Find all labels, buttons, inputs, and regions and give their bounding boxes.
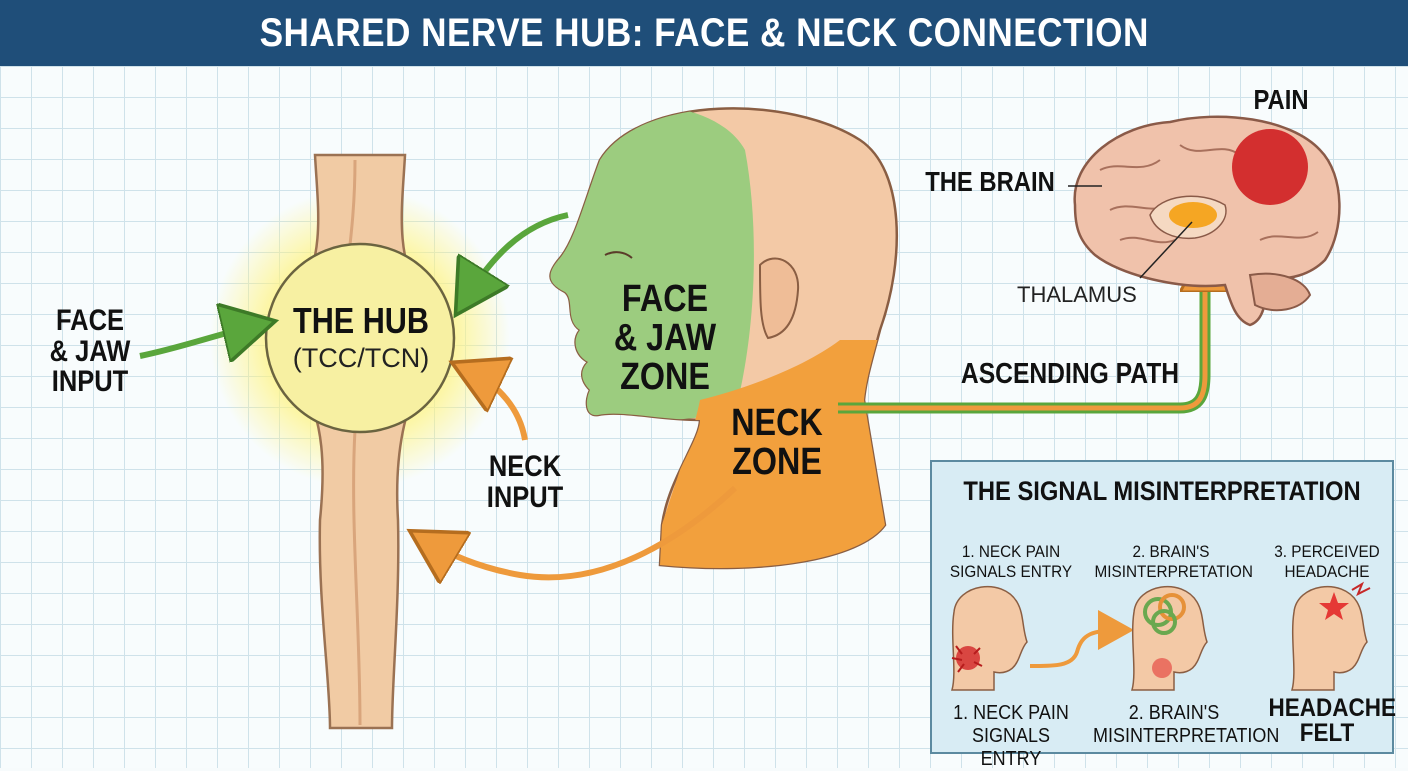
face-jaw-zone-fill: [550, 108, 754, 420]
thalamus-leader-line: [1139, 221, 1193, 279]
signal-misinterpretation-panel: THE SIGNAL MISINTERPRETATION 1. NECK PAI…: [930, 460, 1397, 770]
face-jaw-input-label: FACE & JAW INPUT: [49, 304, 131, 399]
brain-label: THE BRAIN: [925, 166, 1055, 197]
head-illustration: [549, 107, 898, 570]
panel-illustrations: [951, 581, 1371, 691]
step-1-bottom-label: 1. NECK PAIN SIGNALS ENTRY: [953, 702, 1069, 770]
step-3-bottom-label: HEADACHE FELT: [1268, 694, 1397, 747]
lightning-icon: [1351, 581, 1371, 597]
face-jaw-zone-label: FACE & JAW ZONE: [613, 278, 717, 398]
step-3-top-label: 3. PERCEIVED HEADACHE: [1274, 542, 1380, 581]
pain-spot: [1232, 129, 1308, 205]
spinal-cord-shading-lower: [352, 429, 362, 726]
ear: [758, 257, 800, 340]
ascending-path-arrow: [838, 262, 1205, 411]
step-1-head: [951, 585, 1028, 691]
eye: [604, 251, 633, 259]
neck-to-cord-arrow: [425, 485, 738, 577]
page-title: SHARED NERVE HUB: FACE & NECK CONNECTION: [259, 10, 1149, 55]
headache-star-icon: [1319, 592, 1349, 620]
step-2-bottom-label: 2. BRAIN'S MISINTERPRETATION: [1093, 702, 1280, 747]
face-to-hub-arrow: [465, 212, 569, 300]
neck-input-label: NECK INPUT: [486, 450, 564, 514]
neck-zone-label: NECK ZONE: [731, 402, 823, 483]
step-1-top-label: 1. NECK PAIN SIGNALS ENTRY: [949, 542, 1073, 581]
ascending-path-label: ASCENDING PATH: [960, 358, 1180, 390]
hub-title: THE HUB: [293, 300, 429, 341]
step-arrow: [1029, 610, 1134, 669]
neck-zone-fill: [640, 340, 897, 569]
step-3-head: [1291, 581, 1371, 691]
step-2-head: [1131, 585, 1208, 691]
pain-label: PAIN: [1253, 84, 1309, 115]
hub-subtitle: (TCC/TCN): [292, 343, 430, 373]
face-jaw-input-arrow: [139, 325, 258, 356]
thalamus-label: THALAMUS: [1017, 282, 1137, 307]
thalamus: [1169, 202, 1217, 228]
step-2-top-label: 2. BRAIN'S MISINTERPRETATION: [1094, 542, 1253, 581]
brain-illustration: [1073, 115, 1341, 327]
panel-title: THE SIGNAL MISINTERPRETATION: [963, 476, 1361, 506]
title-bar: SHARED NERVE HUB: FACE & NECK CONNECTION: [0, 0, 1408, 66]
neck-input-arrow: [468, 370, 528, 441]
